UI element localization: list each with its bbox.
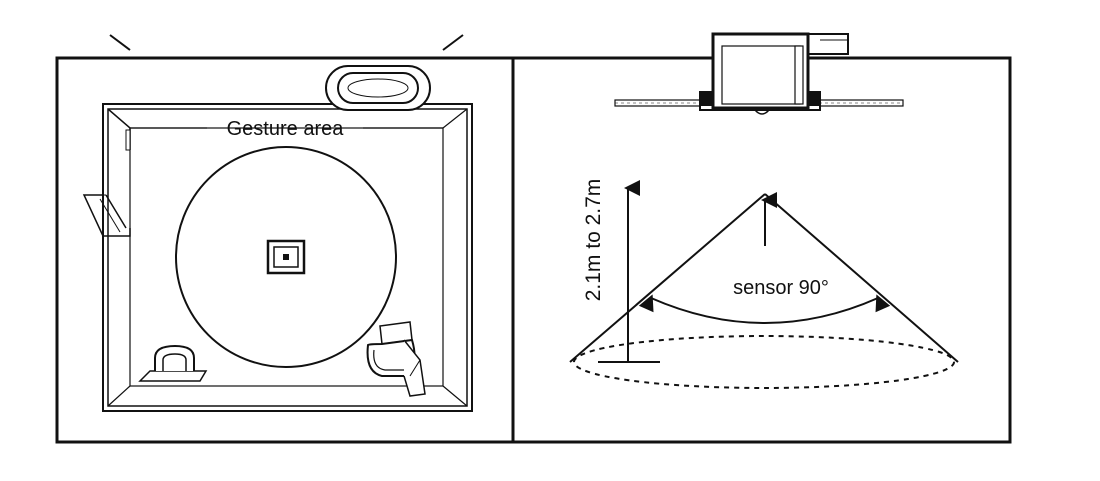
room-plan-panel: Gesture area [55, 34, 515, 444]
detection-cone [569, 193, 959, 389]
mounted-sensor-housing [699, 32, 849, 115]
toilet-icon [366, 321, 426, 397]
elevation-panel: 2.1m to 2.7m sensor 90° [511, 32, 1012, 444]
gesture-area-label: Gesture area [227, 118, 345, 140]
sensor-icon [266, 239, 306, 275]
left-tick-mark [109, 34, 131, 51]
height-label: 2.1m to 2.7m [582, 179, 605, 302]
door-icon [82, 108, 131, 237]
room-outer-wall [102, 103, 473, 412]
wall-corner-line [107, 385, 131, 407]
sink-icon [138, 344, 208, 382]
gesture-area-circle [175, 146, 397, 368]
room-inner-wall [107, 108, 468, 407]
angle-label: sensor 90° [733, 277, 829, 299]
wall-corner-line [442, 108, 468, 129]
wall-corner-line [442, 385, 468, 407]
bathtub-icon [325, 65, 431, 111]
right-tick-mark [442, 34, 464, 51]
angle-arc [638, 294, 891, 324]
floor-outline [129, 127, 444, 387]
